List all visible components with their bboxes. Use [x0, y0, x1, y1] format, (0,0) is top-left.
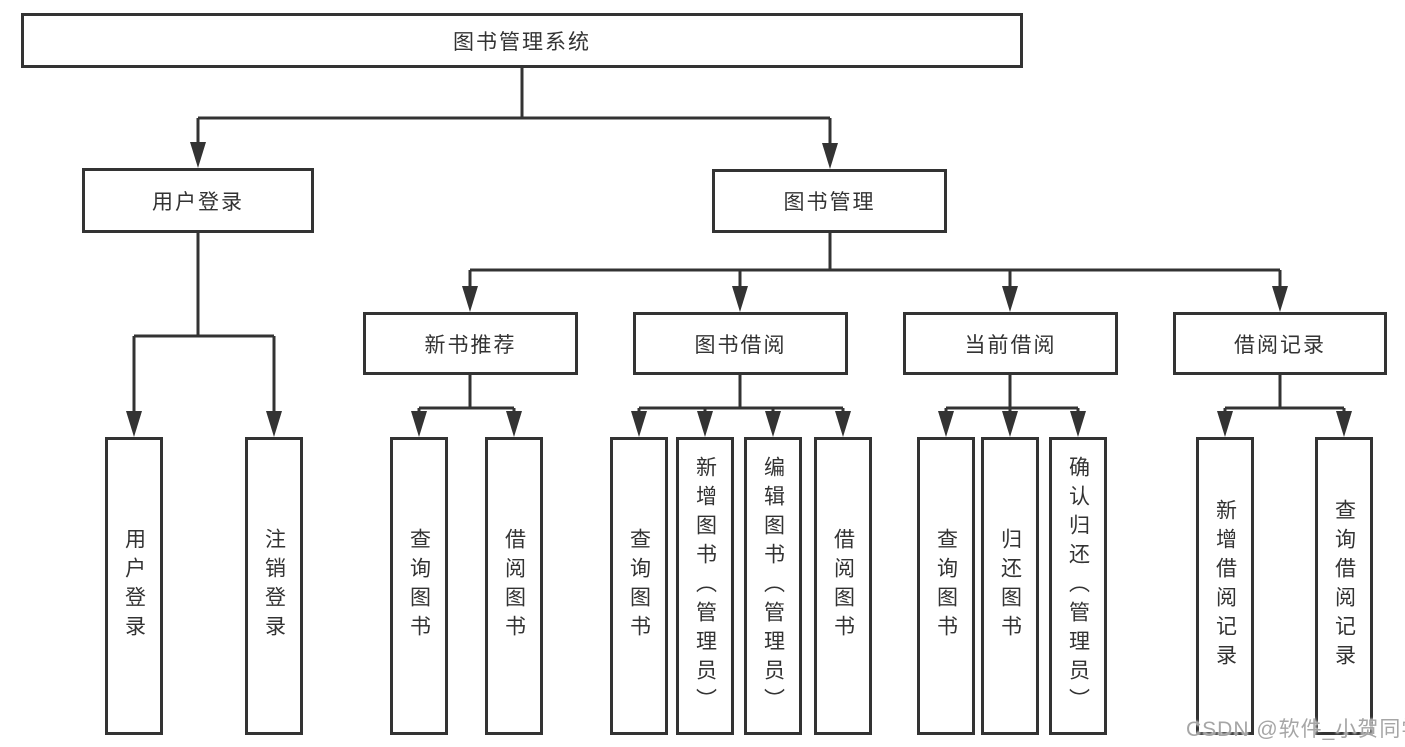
node-library-management-system: 图书管理系统: [21, 13, 1023, 68]
connector-borrowing-records: [1217, 375, 1352, 437]
leaf-label: 查询图书: [934, 528, 958, 644]
node-new-book-recommendation: 新书推荐: [363, 312, 578, 375]
leaf-records-add-record: 新增借阅记录: [1196, 437, 1254, 735]
node-label: 新书推荐: [424, 333, 517, 357]
leaf-label: 注销登录: [262, 528, 286, 644]
leaf-label: 查询借阅记录: [1332, 499, 1356, 673]
leaf-label: 借阅图书: [831, 528, 855, 644]
node-current-borrowing: 当前借阅: [903, 312, 1118, 375]
watermark: CSDN @软件_小贺同学: [1186, 718, 1405, 741]
connector-book-management: [462, 233, 1288, 312]
connector-new-book-recommendation: [411, 375, 522, 437]
leaf-current-query-books: 查询图书: [917, 437, 975, 735]
connector-current-borrowing: [938, 375, 1086, 437]
leaf-label: 新增图书（管理员）: [693, 455, 717, 717]
connector-book-borrowing: [631, 375, 851, 437]
node-borrowing-records: 借阅记录: [1173, 312, 1387, 375]
node-label: 用户登录: [152, 190, 244, 214]
leaf-label: 确认归还（管理员）: [1066, 455, 1090, 717]
node-user-login: 用户登录: [82, 168, 314, 233]
node-label: 图书管理: [783, 191, 876, 214]
node-label: 图书管理系统: [453, 30, 591, 54]
leaf-borrowing-borrow-books: 借阅图书: [814, 437, 872, 735]
leaf-label: 查询图书: [627, 528, 651, 644]
leaf-label: 借阅图书: [502, 528, 526, 644]
leaf-label: 归还图书: [998, 528, 1022, 644]
leaf-borrowing-query-books: 查询图书: [610, 437, 668, 735]
node-label: 当前借阅: [964, 333, 1057, 357]
leaf-user-login: 用户登录: [105, 437, 163, 735]
node-label: 借阅记录: [1234, 333, 1326, 357]
leaf-borrowing-edit-books-admin: 编辑图书（管理员）: [744, 437, 802, 735]
connector-user-login: [126, 233, 282, 437]
leaf-recommend-borrow-books: 借阅图书: [485, 437, 543, 735]
leaf-recommend-query-books: 查询图书: [390, 437, 448, 735]
leaf-current-confirm-return-admin: 确认归还（管理员）: [1049, 437, 1107, 735]
leaf-label: 编辑图书（管理员）: [761, 455, 785, 717]
leaf-label: 新增借阅记录: [1213, 499, 1237, 673]
leaf-logout: 注销登录: [245, 437, 303, 735]
node-book-management: 图书管理: [712, 169, 947, 233]
leaf-borrowing-add-books-admin: 新增图书（管理员）: [676, 437, 734, 735]
node-book-borrowing: 图书借阅: [633, 312, 848, 375]
leaf-label: 用户登录: [122, 528, 146, 644]
leaf-records-query-record: 查询借阅记录: [1315, 437, 1373, 735]
node-label: 图书借阅: [694, 333, 787, 357]
leaf-label: 查询图书: [407, 528, 431, 644]
leaf-current-return-books: 归还图书: [981, 437, 1039, 735]
connector-root: [190, 68, 838, 169]
